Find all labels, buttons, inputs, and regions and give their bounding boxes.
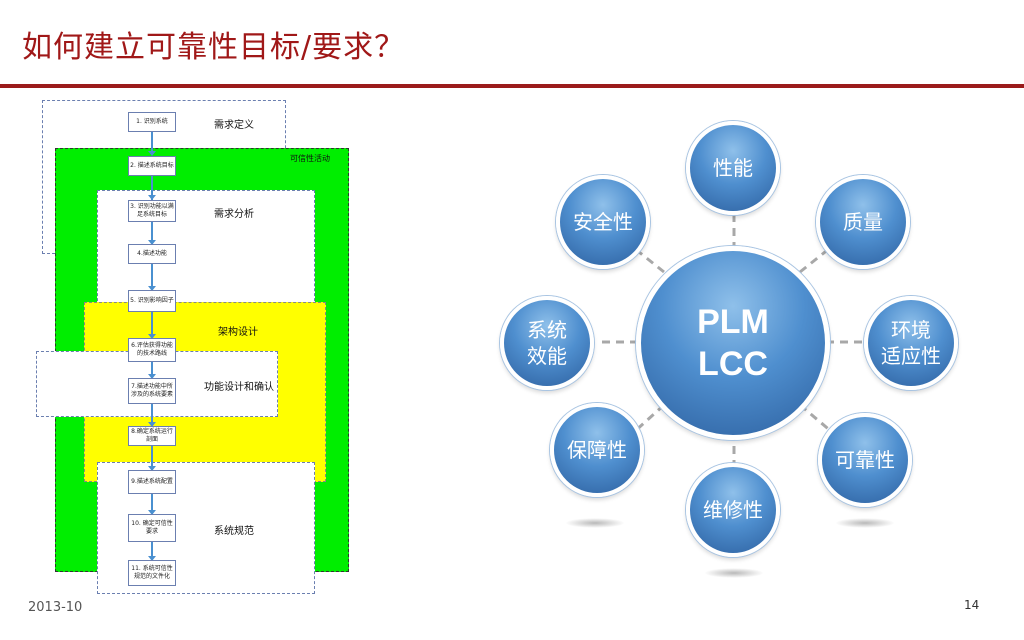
flow-step-10: 10. 确定可信性要求 xyxy=(128,514,176,542)
region-label-function-design: 功能设计和确认 xyxy=(204,382,274,393)
node-maintainability: 维修性 xyxy=(686,463,780,557)
flow-step-2: 2. 描述系统目标 xyxy=(128,156,176,176)
region-label-reliability-activities: 可信性活动 xyxy=(290,154,330,163)
node-label: 维修性 xyxy=(703,498,763,522)
function-design-region xyxy=(36,351,278,417)
flow-arrowhead xyxy=(148,422,156,427)
footer-date: 2013-10 xyxy=(28,600,83,615)
flow-step-3: 3. 识别功能以满足系统目标 xyxy=(128,200,176,222)
flow-step-7: 7.描述功能中所涉及的系统要素 xyxy=(128,378,176,404)
flow-arrowhead xyxy=(148,510,156,515)
flow-step-6: 6.评估获得功能的技术路线 xyxy=(128,338,176,362)
node-supportability: 保障性 xyxy=(550,403,644,497)
hub-plm-lcc: PLM LCC xyxy=(636,246,830,440)
node-label: 可靠性 xyxy=(835,448,895,472)
spoke-line xyxy=(632,403,666,434)
flow-step-9: 9.描述系统配置 xyxy=(128,470,176,494)
node-label: 质量 xyxy=(843,210,883,234)
flow-connector xyxy=(151,222,153,244)
node-label: 性能 xyxy=(713,156,753,180)
flow-arrowhead xyxy=(148,334,156,339)
bubble-shadow xyxy=(835,518,895,528)
flow-arrowhead xyxy=(148,240,156,245)
flow-arrowhead xyxy=(148,286,156,291)
spoke-line xyxy=(799,403,833,434)
spoke-line xyxy=(799,246,831,274)
flow-connector xyxy=(151,494,153,514)
node-environment: 环境适应性 xyxy=(864,296,958,390)
flow-arrowhead xyxy=(148,195,156,200)
flow-arrowhead xyxy=(148,151,156,156)
node-performance: 性能 xyxy=(686,121,780,215)
node-label: 系统 xyxy=(527,318,567,342)
flow-connector xyxy=(151,176,153,200)
node-safety: 安全性 xyxy=(556,175,650,269)
bubble-shadow xyxy=(704,568,764,578)
node-label: 保障性 xyxy=(567,438,627,462)
flow-arrowhead xyxy=(148,556,156,561)
flow-connector xyxy=(151,404,153,426)
flow-step-11: 11. 系统可信性规范的文件化 xyxy=(128,560,176,586)
bubble-shadow xyxy=(565,518,625,528)
flow-connector xyxy=(151,446,153,470)
node-label: 适应性 xyxy=(881,344,941,368)
region-label-requirements-analysis: 需求分析 xyxy=(214,209,254,220)
node-label: 安全性 xyxy=(573,210,633,234)
page-number: 14 xyxy=(964,598,980,612)
flow-connector xyxy=(151,362,153,378)
node-label: 环境 xyxy=(891,318,931,342)
node-reliability: 可靠性 xyxy=(818,413,912,507)
flow-step-8: 8.确定系统运行剖面 xyxy=(128,426,176,446)
flow-connector xyxy=(151,132,153,154)
region-label-system-spec: 系统规范 xyxy=(214,526,254,537)
region-label-architecture-design: 架构设计 xyxy=(218,327,258,338)
region-label-requirements-definition: 需求定义 xyxy=(214,120,254,131)
node-system-effectiveness: 系统效能 xyxy=(500,296,594,390)
node-quality: 质量 xyxy=(816,175,910,269)
flow-connector xyxy=(151,312,153,338)
hub-label-lcc: LCC xyxy=(698,345,768,383)
flow-step-1: 1. 识别系统 xyxy=(128,112,176,132)
flow-connector xyxy=(151,542,153,560)
title-divider xyxy=(0,84,1024,88)
slide-title: 如何建立可靠性目标/要求？ xyxy=(22,30,406,65)
flow-arrowhead xyxy=(148,374,156,379)
hub-label-plm: PLM xyxy=(697,303,769,341)
flow-arrowhead xyxy=(148,466,156,471)
flow-step-4: 4.描述功能 xyxy=(128,244,176,264)
node-label: 效能 xyxy=(527,344,567,368)
flow-connector xyxy=(151,264,153,290)
flow-step-5: 5. 识别影响因子 xyxy=(128,290,176,312)
